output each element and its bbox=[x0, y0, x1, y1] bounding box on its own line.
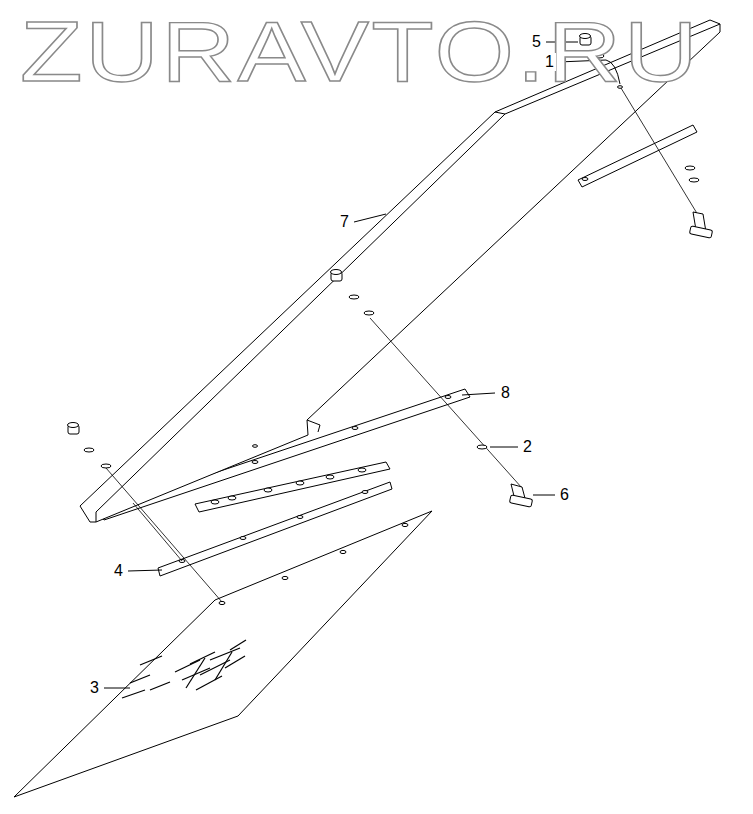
bolt bbox=[689, 212, 712, 238]
plate bbox=[14, 511, 432, 797]
callout-number: 1 bbox=[543, 53, 556, 71]
callout-number: 8 bbox=[499, 384, 512, 402]
callout-number: 3 bbox=[88, 679, 101, 697]
callout-number: 7 bbox=[338, 213, 351, 231]
callout-number: 4 bbox=[112, 562, 125, 580]
callout-number: 6 bbox=[558, 486, 571, 504]
axis-line bbox=[106, 88, 698, 602]
bolt bbox=[509, 484, 532, 507]
leader-line bbox=[104, 42, 620, 688]
callout-number: 5 bbox=[530, 33, 543, 51]
watermark: ZURAVTO.RU bbox=[20, 8, 700, 94]
washer bbox=[477, 445, 487, 449]
strip bbox=[158, 482, 392, 576]
frame bbox=[80, 20, 720, 522]
callout-number: 2 bbox=[521, 438, 534, 456]
plate-pattern bbox=[122, 640, 246, 698]
